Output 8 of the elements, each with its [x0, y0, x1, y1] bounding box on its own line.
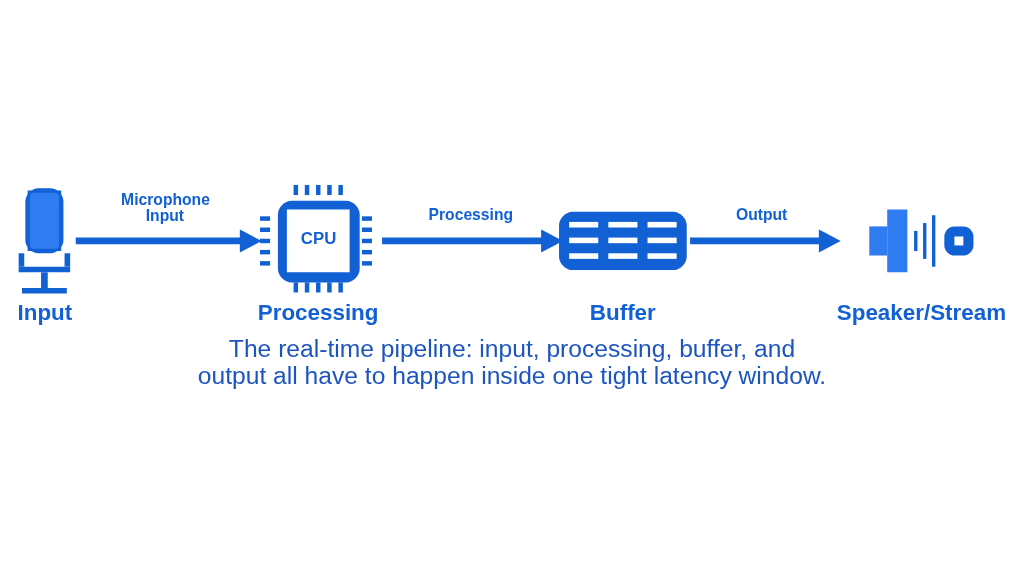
node-label: Processing — [257, 300, 379, 326]
edge-label: Microphone Input — [121, 191, 210, 225]
caption: The real-time pipeline: input, processing, buffer, and output all have to happen inside one tight latency window. — [197, 334, 827, 389]
edge-label: Processing — [428, 206, 514, 224]
node-label: Input — [17, 300, 73, 326]
node-label: Speaker/Stream — [836, 300, 1007, 326]
node-label: Buffer — [589, 300, 656, 326]
edge-label: Output — [736, 206, 788, 224]
